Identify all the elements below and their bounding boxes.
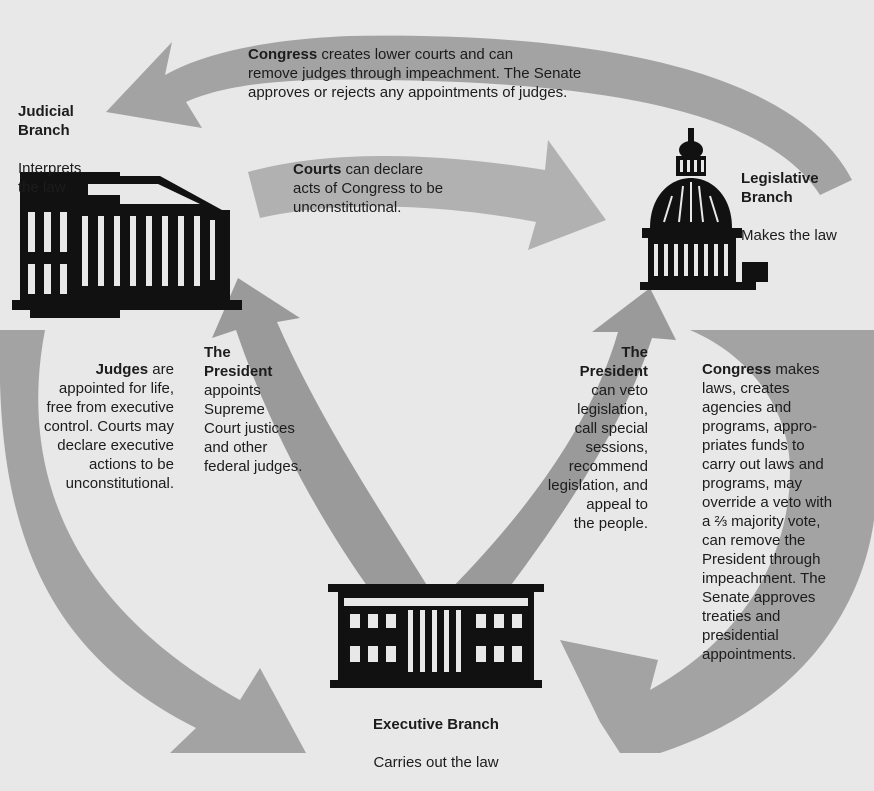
arrow-courts-to-congress: [248, 140, 606, 250]
arrow-congress-to-executive: [560, 330, 874, 753]
check-congress-on-executive-lead: Congress: [702, 361, 772, 378]
check-courts-on-congress-lead: Courts: [293, 161, 342, 178]
check-judges-on-executive: Judges are appointed for life, free from…: [6, 360, 174, 493]
judicial-branch-role: Interprets the law: [18, 160, 82, 196]
check-president-on-congress-text: can veto legislation, call special sessi…: [547, 382, 648, 532]
judicial-branch-title: Judicial Branch: [18, 103, 74, 139]
check-congress-on-courts-lead: Congress: [248, 46, 318, 63]
check-president-on-courts-lead: The President: [204, 344, 273, 380]
arrow-president-to-congress: [440, 288, 676, 600]
legislative-branch-title: Legislative Branch: [741, 170, 819, 206]
executive-branch-role: Carries out the law: [373, 754, 499, 771]
arrow-president-to-courts: [212, 278, 430, 590]
checks-and-balances-diagram: [0, 35, 874, 753]
check-president-on-congress-lead: The President: [579, 344, 648, 380]
executive-branch-title: Executive Branch: [373, 716, 499, 733]
check-congress-on-courts-text: creates lower courts and can remove judg…: [248, 46, 582, 101]
legislative-branch-role: Makes the law: [741, 227, 837, 244]
check-courts-on-congress-text: can declare acts of Congress to be uncon…: [293, 161, 444, 216]
check-congress-on-courts: Congress creates lower courts and can re…: [248, 45, 581, 102]
check-judges-on-executive-lead: Judges: [95, 361, 149, 378]
check-president-on-congress: The President can veto legislation, call…: [468, 343, 648, 533]
courthouse-icon: [12, 172, 242, 318]
check-judges-on-executive-text: are appointed for life, free from execut…: [43, 361, 174, 492]
capitol-dome-icon: [640, 128, 768, 290]
check-congress-on-executive: Congress makes laws, creates agencies an…: [702, 360, 872, 664]
arrow-congress-to-courts: [106, 35, 852, 195]
judicial-branch-label: Judicial Branch Interprets the law: [18, 83, 81, 216]
arrow-judges-to-executive: [0, 330, 306, 753]
white-house-icon: [328, 584, 544, 688]
check-president-on-courts-text: appoints Supreme Court justices and othe…: [204, 382, 303, 475]
check-congress-on-executive-text: makes laws, creates agencies and program…: [702, 361, 833, 663]
check-president-on-courts: The President appoints Supreme Court jus…: [204, 343, 302, 476]
legislative-branch-label: Legislative Branch Makes the law: [741, 150, 837, 264]
executive-branch-label: Executive Branch Carries out the law: [330, 696, 542, 791]
check-courts-on-congress: Courts can declare acts of Congress to b…: [293, 160, 443, 217]
